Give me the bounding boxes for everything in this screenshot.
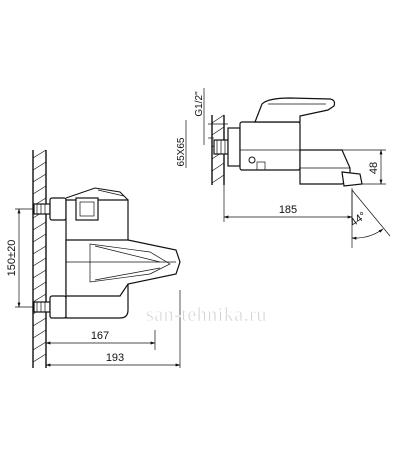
spout-reach-label: 185 (279, 204, 297, 216)
watermark: san-tehnika.ru (146, 304, 267, 326)
dimension-spout-height: 48 (340, 149, 386, 185)
swivel-angle-label: 44° (348, 210, 369, 229)
side-inlet (213, 127, 241, 167)
spout-height-label: 48 (368, 162, 380, 174)
faucet-body-side (239, 97, 363, 187)
wall-to-front-label: 167 (91, 330, 109, 342)
thread-label: G1/2" (194, 91, 205, 117)
lower-inlet (33, 295, 67, 319)
faucet-body-front (65, 187, 181, 319)
overall-depth-label: 193 (106, 352, 124, 364)
front-view: 150±20 167 193 (6, 149, 181, 368)
upper-inlet (33, 197, 67, 221)
wall-hatch-left (32, 149, 47, 368)
dimension-inlet-spacing: 150±20 (6, 208, 34, 308)
side-view: G1/2" 65X65 48 185 44° (176, 88, 391, 248)
dimension-spout-reach: 185 (223, 185, 353, 222)
dimension-depth: 167 193 (45, 290, 181, 368)
inlet-spacing-label: 150±20 (6, 240, 18, 277)
dimension-thread: G1/2" 65X65 (176, 88, 228, 168)
dimension-swivel-angle: 44° (348, 189, 391, 248)
nut-size-label: 65X65 (176, 137, 187, 166)
